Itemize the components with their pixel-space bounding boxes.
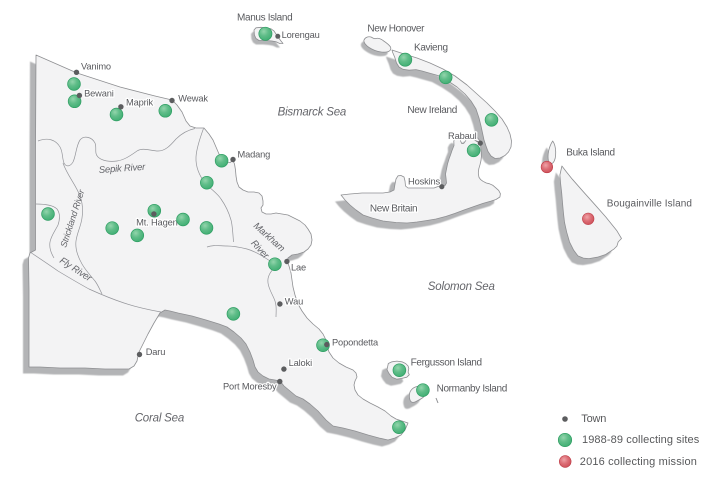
svg-text:Manus Island: Manus Island [237, 13, 292, 24]
svg-text:Coral Sea: Coral Sea [135, 413, 184, 425]
svg-text:Bismarck Sea: Bismarck Sea [278, 107, 347, 119]
svg-text:New Ireland: New Ireland [407, 105, 457, 116]
svg-text:New Britain: New Britain [370, 204, 417, 215]
svg-text:Laloki: Laloki [289, 358, 312, 368]
svg-text:New Honover: New Honover [367, 24, 425, 35]
svg-text:Kavieng: Kavieng [414, 43, 448, 54]
svg-text:Maprik: Maprik [126, 98, 153, 108]
svg-text:Popondetta: Popondetta [332, 338, 379, 348]
svg-text:Wewak: Wewak [178, 94, 208, 104]
svg-text:Mt. Hagen: Mt. Hagen [136, 218, 178, 228]
svg-text:Bewani: Bewani [84, 89, 114, 99]
svg-text:Bougainville Island: Bougainville Island [607, 199, 692, 210]
svg-text:Lorengau: Lorengau [282, 30, 320, 40]
svg-text:Rabaul: Rabaul [448, 131, 477, 141]
svg-text:2016 collecting mission: 2016 collecting mission [580, 456, 697, 468]
svg-text:Wau: Wau [285, 297, 303, 307]
svg-text:Lae: Lae [291, 263, 306, 273]
svg-text:Vanimo: Vanimo [81, 62, 111, 72]
svg-text:Normanby Island: Normanby Island [437, 384, 507, 395]
svg-text:Madang: Madang [238, 150, 271, 160]
svg-text:Hoskins: Hoskins [408, 177, 441, 187]
svg-text:Sepik River: Sepik River [98, 162, 146, 176]
svg-text:Daru: Daru [146, 347, 166, 357]
svg-text:1988-89 collecting sites: 1988-89 collecting sites [582, 434, 700, 446]
svg-text:Solomon Sea: Solomon Sea [428, 281, 495, 293]
svg-text:Buka Island: Buka Island [566, 148, 614, 159]
svg-text:Port Moresby: Port Moresby [223, 382, 277, 392]
svg-text:Town: Town [581, 413, 606, 425]
svg-text:Fergusson Island: Fergusson Island [411, 358, 482, 369]
